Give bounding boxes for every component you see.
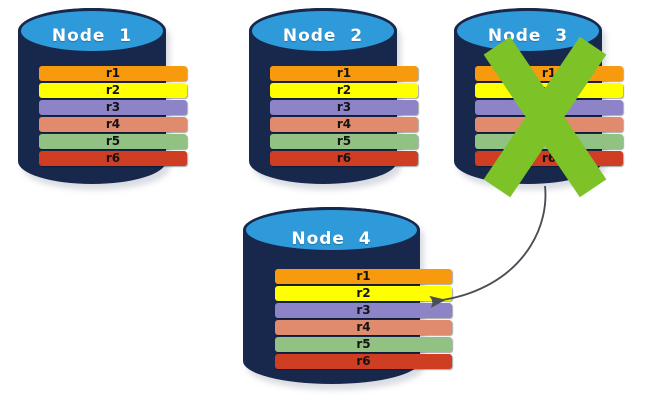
node-2[interactable]: Node 2 r1 r2 r3 r4 r5 r6	[249, 8, 418, 190]
record-row[interactable]: r3	[270, 100, 418, 115]
record-label: r2	[541, 83, 557, 97]
record-row[interactable]: r5	[39, 134, 187, 149]
record-label: r2	[105, 83, 121, 97]
node-4-records: r1 r2 r3 r4 r5 r6	[243, 269, 484, 369]
record-label: r2	[356, 286, 371, 300]
record-row[interactable]: r5	[475, 134, 623, 149]
node-4[interactable]: Node 4 r1 r2 r3 r4 r5 r6	[243, 207, 452, 390]
record-row[interactable]: r6	[475, 151, 623, 166]
record-label: r3	[541, 100, 557, 114]
record-row[interactable]: r2	[39, 83, 187, 98]
record-label: r5	[356, 337, 371, 351]
node-2-title: Node 2	[282, 26, 364, 46]
record-label: r1	[105, 66, 121, 80]
record-row[interactable]: r6	[275, 354, 452, 369]
record-label: r3	[105, 100, 121, 114]
record-label: r1	[356, 269, 371, 283]
record-row[interactable]: r3	[39, 100, 187, 115]
record-row[interactable]: r3	[275, 303, 452, 318]
record-row[interactable]: r1	[39, 66, 187, 81]
node-3-title: Node 3	[487, 26, 569, 46]
node-2-records: r1 r2 r3 r4 r5 r6	[249, 66, 439, 166]
record-label: r4	[356, 320, 371, 334]
record-row[interactable]: r4	[39, 117, 187, 132]
record-label: r5	[336, 134, 352, 148]
record-row[interactable]: r2	[275, 286, 452, 301]
record-label: r5	[105, 134, 121, 148]
record-label: r6	[336, 151, 352, 165]
record-row[interactable]: r4	[270, 117, 418, 132]
record-row[interactable]: r2	[475, 83, 623, 98]
node-4-top-disc	[243, 207, 420, 254]
record-row[interactable]: r3	[475, 100, 623, 115]
node-3-records: r1 r2 r3 r4 r5 r6	[454, 66, 644, 166]
record-label: r1	[336, 66, 352, 80]
node-1[interactable]: Node 1 r1 r2 r3 r4 r5 r6	[18, 8, 187, 190]
record-label: r6	[356, 354, 371, 368]
record-label: r3	[356, 303, 371, 317]
record-label: r3	[336, 100, 352, 114]
record-row[interactable]: r5	[270, 134, 418, 149]
record-label: r6	[105, 151, 121, 165]
node-1-records: r1 r2 r3 r4 r5 r6	[18, 66, 208, 166]
record-row[interactable]: r1	[475, 66, 623, 81]
record-row[interactable]: r4	[475, 117, 623, 132]
record-label: r1	[541, 66, 557, 80]
record-row[interactable]: r1	[275, 269, 452, 284]
record-label: r4	[105, 117, 121, 131]
record-label: r2	[336, 83, 352, 97]
record-row[interactable]: r2	[270, 83, 418, 98]
record-label: r5	[541, 134, 557, 148]
node-2-top-disc	[249, 8, 397, 54]
node-1-top-disc	[18, 8, 166, 54]
record-row[interactable]: r6	[270, 151, 418, 166]
record-row[interactable]: r4	[275, 320, 452, 335]
record-row[interactable]: r6	[39, 151, 187, 166]
node-4-title: Node 4	[291, 229, 372, 249]
record-label: r4	[541, 117, 557, 131]
node-3[interactable]: Node 3 r1 r2 r3 r4 r5 r6	[454, 8, 623, 198]
record-row[interactable]: r1	[270, 66, 418, 81]
record-label: r4	[336, 117, 352, 131]
record-label: r6	[541, 151, 557, 165]
node-1-title: Node 1	[51, 26, 133, 46]
record-row[interactable]: r5	[275, 337, 452, 352]
